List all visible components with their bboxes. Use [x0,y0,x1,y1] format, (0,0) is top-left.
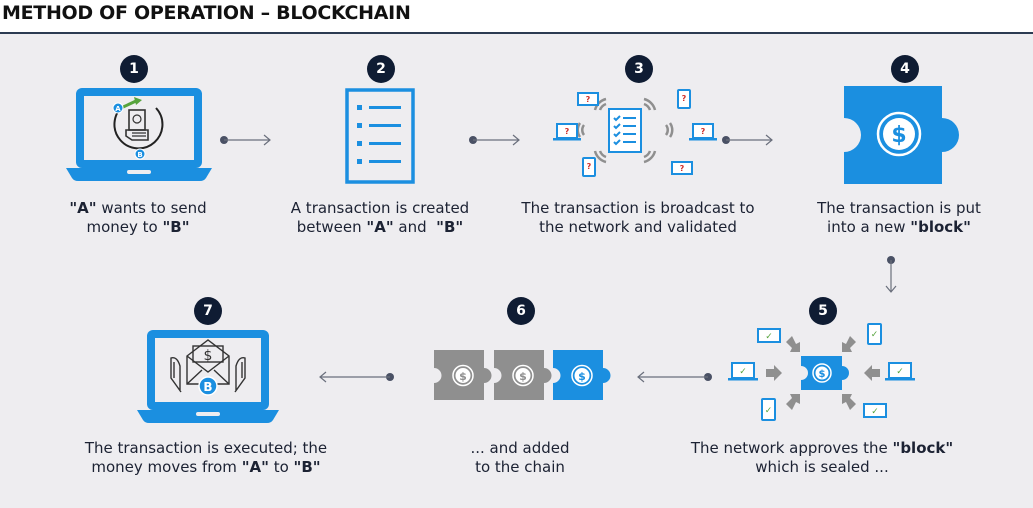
step-5-badge: 5 [809,297,837,325]
dollar-sign: $ [459,370,467,383]
step-1-caption: "A" wants to send money to "B" [50,199,226,237]
caption-text: to [268,458,294,476]
caption-bold: "block" [892,439,954,457]
flow-arrow-3-to-4 [722,134,773,146]
check-mark: ✓ [739,367,747,377]
check-mark: ✓ [765,406,773,416]
device-monitor-icon: ✓ [863,403,887,418]
question-mark: ? [565,127,570,136]
dollar-sign: $ [519,370,527,383]
flow-arrow-6-to-7 [319,371,394,383]
caption-text: to the chain [475,458,565,476]
check-mark: ✓ [765,332,773,342]
dollar-sign: $ [891,123,906,148]
question-mark: ? [680,164,685,173]
step-5-caption: The network approves the "block" which i… [684,439,960,477]
device-laptop-icon: ? [689,123,717,141]
device-monitor-icon: ✓ [757,328,781,343]
caption-text: The transaction is executed; the [84,439,328,457]
caption-text: and [393,218,437,236]
caption-text: wants to send [96,199,207,217]
chain-of-blocks-icon: $ $ $ [434,350,611,400]
chain-block-gray: $ [494,350,552,400]
step-7-badge: 7 [194,297,222,325]
b-marker-label: B [203,380,212,394]
b-marker-icon [134,148,146,160]
flow-arrow-5-to-6 [637,371,712,383]
caption-text: money to [86,218,163,236]
broadcast-network-icon: ? ? ? ? ? ? [553,89,717,177]
laptop-received-money-icon: $ B [137,330,279,423]
chain-block-gray: $ [434,350,492,400]
caption-bold: "B" [162,218,190,236]
network-approval-icon: $ ✓ ✓ ✓ ✓ ✓ ✓ [728,323,915,421]
flow-arrow-1-to-2 [220,134,271,146]
device-laptop-icon: ✓ [885,362,915,381]
device-phone-icon: ? [677,89,691,109]
caption-text: The network approves the [690,439,893,457]
step-7-caption: The transaction is executed; the money m… [78,439,334,477]
question-mark: ? [587,162,592,171]
document-list-icon [345,88,415,184]
a-marker-label: A [115,105,121,113]
question-mark: ? [586,95,591,104]
device-laptop-icon: ✓ [728,362,758,381]
question-mark: ? [701,127,706,136]
a-marker-icon [112,102,124,114]
step-3-badge: 3 [625,55,653,83]
caption-bold: "B" [436,218,464,236]
flow-arrow-4-to-5 [885,256,897,293]
caption-bold: "A" [69,199,97,217]
caption-text: The transaction is broadcast to [521,199,755,217]
b-marker-label: B [137,151,142,159]
check-mark: ✓ [871,407,879,417]
chain-block-new: $ [553,350,611,400]
dollar-sign: $ [819,369,826,380]
step-4-caption: The transaction is put into a new "block… [806,199,992,237]
caption-text: ... and added [470,439,570,457]
step-4-badge: 4 [891,55,919,83]
device-phone-icon: ? [582,157,596,177]
check-mark: ✓ [871,330,879,340]
device-phone-icon: ✓ [867,323,882,345]
caption-text: money moves from [91,458,242,476]
caption-text: The transaction is put [817,199,981,217]
check-mark: ✓ [896,367,904,377]
step-2-badge: 2 [367,55,395,83]
caption-text: into a new [827,218,911,236]
title-divider [0,32,1033,34]
dollar-sign: $ [578,370,586,383]
step-3-caption: The transaction is broadcast to the netw… [515,199,761,237]
puzzle-block-icon: $ [844,86,959,184]
device-monitor-icon: ? [577,92,599,106]
caption-bold: "A" [366,218,394,236]
caption-text: between [296,218,367,236]
device-laptop-icon: ? [553,123,581,141]
step-1-badge: 1 [120,55,148,83]
step-2-caption: A transaction is created between "A" and… [280,199,480,237]
laptop-money-transfer-icon: A B [66,88,212,181]
caption-text: A transaction is created [290,199,470,217]
step-6-badge: 6 [507,297,535,325]
caption-bold: "A" [241,458,269,476]
page-title: METHOD OF OPERATION – BLOCKCHAIN [2,2,411,24]
dollar-sign: $ [204,348,213,364]
question-mark: ? [682,94,687,103]
flow-arrow-2-to-3 [469,134,520,146]
caption-bold: "block" [910,218,971,236]
caption-text: which is sealed ... [755,458,889,476]
device-phone-icon: ✓ [761,398,776,421]
device-monitor-icon: ? [671,161,693,175]
caption-text: the network and validated [539,218,737,236]
step-6-caption: ... and added to the chain [455,439,585,477]
caption-bold: "B" [293,458,321,476]
b-marker-icon [198,376,218,396]
